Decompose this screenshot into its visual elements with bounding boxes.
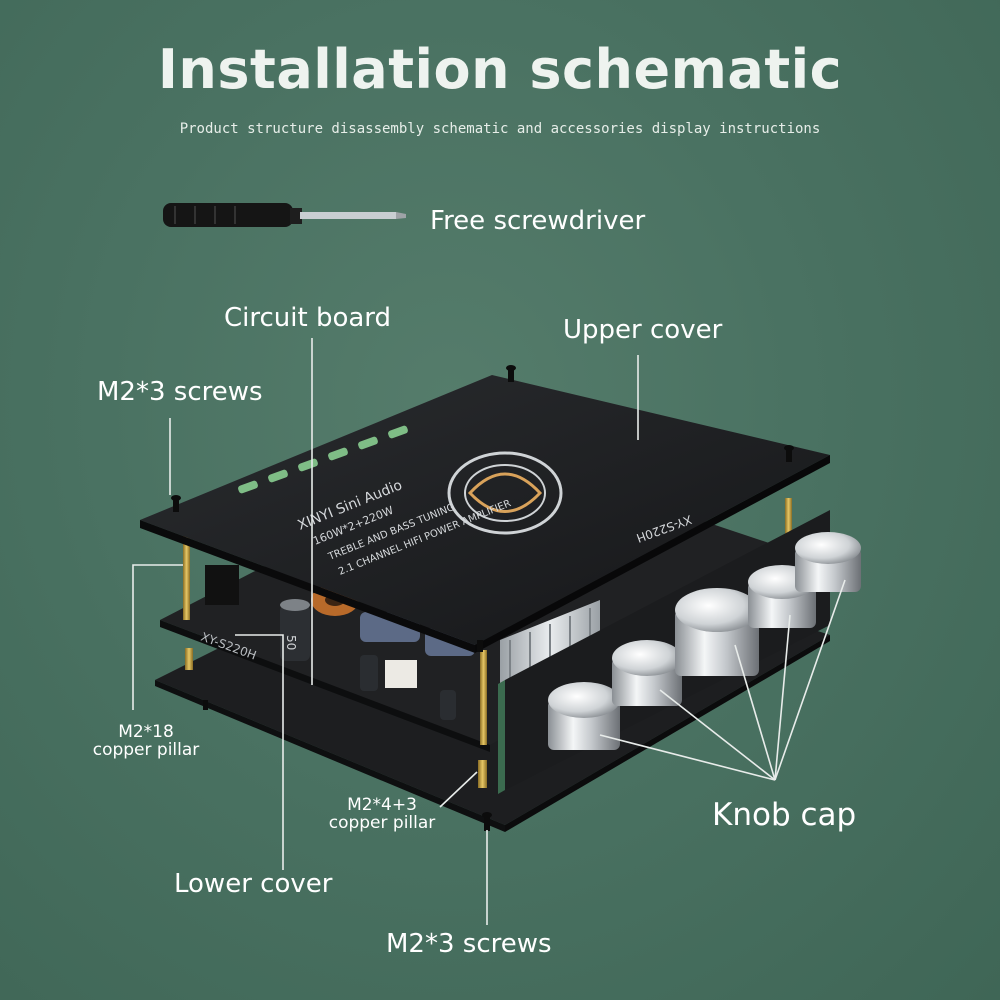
label-m2x18-line1: M2*18 <box>118 722 174 742</box>
label-m2x4-3-line1: M2*4+3 <box>347 795 417 815</box>
screws <box>171 365 794 831</box>
copper-pillars <box>183 498 792 788</box>
label-m2x4-3-copper-pillar: M2*4+3 copper pillar <box>312 796 452 832</box>
label-knob-cap: Knob cap <box>712 797 857 833</box>
label-circuit-board: Circuit board <box>224 303 392 333</box>
knob-3 <box>675 588 759 676</box>
label-m2x4-3-line2: copper pillar <box>328 813 436 833</box>
capacitor-mark: 50 <box>284 635 298 650</box>
label-free-screwdriver: Free screwdriver <box>430 206 646 236</box>
label-m2x18-copper-pillar: M2*18 copper pillar <box>76 723 216 759</box>
page-subtitle: Product structure disassembly schematic … <box>179 121 821 137</box>
screwdriver-illustration <box>163 203 406 227</box>
label-m2x3-screws-top: M2*3 screws <box>97 377 263 407</box>
leader-lines <box>132 338 846 925</box>
knob-1 <box>548 682 620 750</box>
label-upper-cover: Upper cover <box>563 315 723 345</box>
label-lower-cover: Lower cover <box>174 869 333 899</box>
label-m2x3-screws-bottom: M2*3 screws <box>386 929 552 959</box>
label-m2x18-line2: copper pillar <box>92 740 200 760</box>
knobs <box>548 532 861 750</box>
knob-2 <box>612 640 682 706</box>
knob-5 <box>795 532 861 592</box>
page-title: Installation schematic <box>157 38 843 101</box>
